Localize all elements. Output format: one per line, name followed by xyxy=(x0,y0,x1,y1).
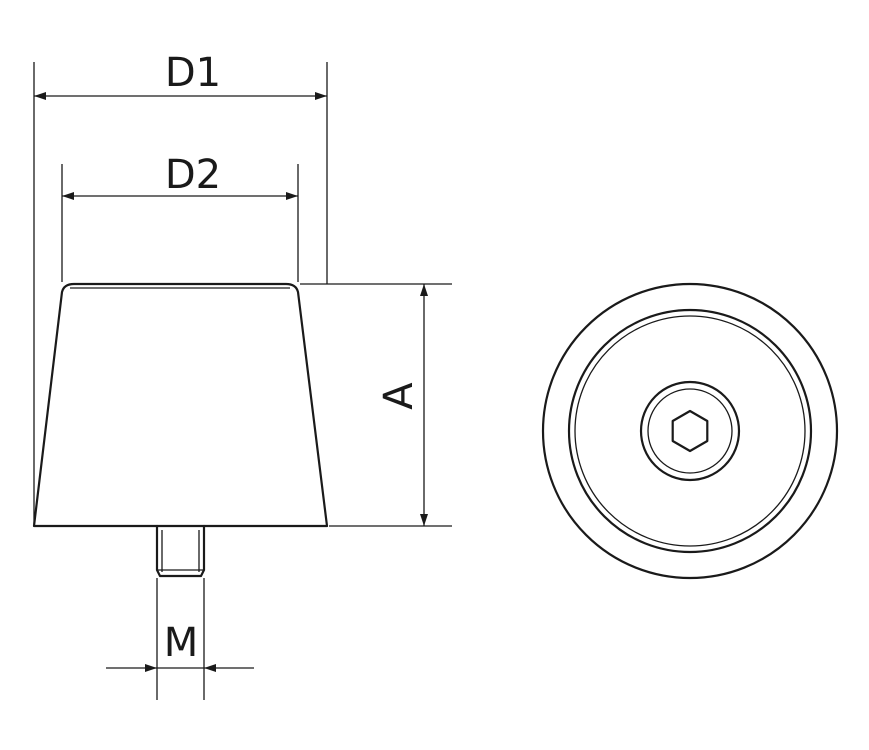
side-view: D1 D2 A M xyxy=(32,50,452,700)
cone-body xyxy=(32,282,329,528)
m-label: M xyxy=(164,620,199,666)
d2-label: D2 xyxy=(165,152,221,198)
bolt-head-outer-circle xyxy=(639,380,741,482)
top-view xyxy=(541,282,839,580)
a-label: A xyxy=(376,382,422,410)
third-circle xyxy=(574,315,806,547)
hex-socket-icon xyxy=(671,409,709,453)
d1-label: D1 xyxy=(165,50,221,96)
second-circle xyxy=(567,308,813,554)
threaded-stud xyxy=(155,524,206,578)
bolt-head-inner-circle xyxy=(647,388,733,474)
outer-circle xyxy=(541,282,839,580)
